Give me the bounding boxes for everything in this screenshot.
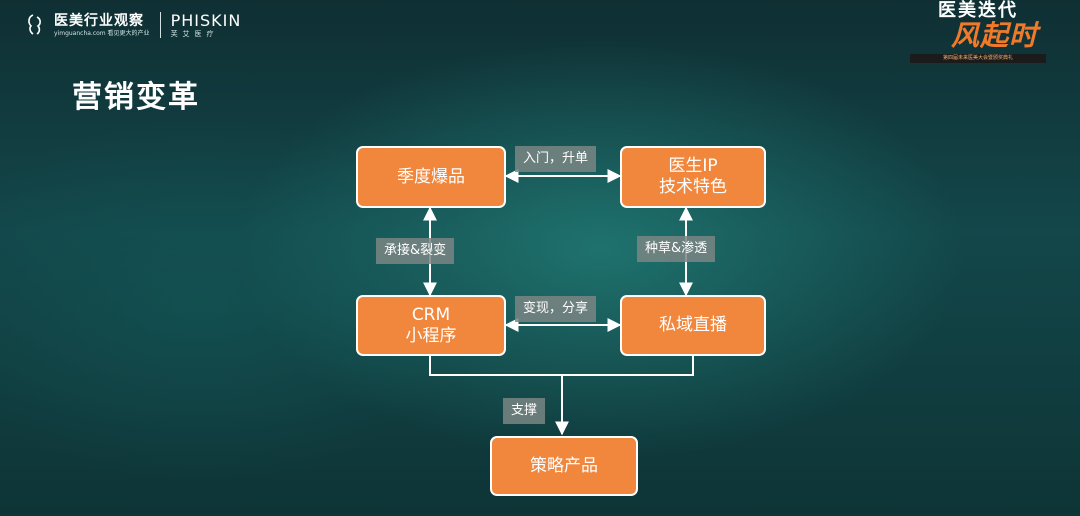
edge-label-middle: 变现，分享 — [515, 296, 597, 322]
node-crm-line1: CRM — [411, 304, 451, 325]
node-seasonal-hit-label: 季度爆品 — [397, 166, 465, 187]
node-doctor-ip-line1: 医生IP — [668, 156, 718, 176]
node-private-live-label: 私域直播 — [659, 315, 727, 335]
bracket-support — [429, 356, 694, 376]
node-seasonal-hit: 季度爆品 — [356, 146, 506, 208]
logo-subtitle: yimguancha.com 看见更大的产业 — [54, 29, 150, 37]
node-doctor-ip-line2: 技术特色 — [659, 177, 727, 197]
brand-title: PHISKIN — [170, 10, 242, 30]
node-strategy-product-label: 策略产品 — [530, 455, 598, 476]
node-strategy-product: 策略产品 — [490, 436, 638, 496]
event-slogan: 风起时 — [950, 19, 1038, 52]
event-title: 医美迭代 — [938, 0, 1018, 21]
node-crm-line2: 小程序 — [405, 325, 457, 346]
event-subtitle: 第四届未来医美大会暨颁奖典礼 — [910, 54, 1046, 63]
edge-label-left: 承接&裂变 — [376, 238, 455, 264]
page-title: 营销变革 — [72, 80, 200, 115]
edge-label-right: 种草&渗透 — [637, 236, 716, 262]
logo-divider — [159, 12, 161, 38]
brand-subtitle: 芙艾医疗 — [170, 29, 219, 38]
logo-title: 医美行业观察 — [54, 12, 144, 29]
node-private-live: 私域直播 — [620, 295, 766, 356]
site-logo: 医美行业观察 yimguancha.com 看见更大的产业 PHISKIN 芙艾… — [24, 8, 241, 42]
event-badge: 医美迭代 风起时 第四届未来医美大会暨颁奖典礼 — [910, 0, 1046, 66]
edge-label-bottom: 支撑 — [503, 398, 546, 424]
node-doctor-ip: 医生IP 技术特色 — [620, 146, 766, 208]
node-crm: CRM 小程序 — [356, 295, 506, 356]
edge-label-top: 入门，升单 — [515, 146, 597, 172]
face-profile-icon — [28, 14, 41, 35]
